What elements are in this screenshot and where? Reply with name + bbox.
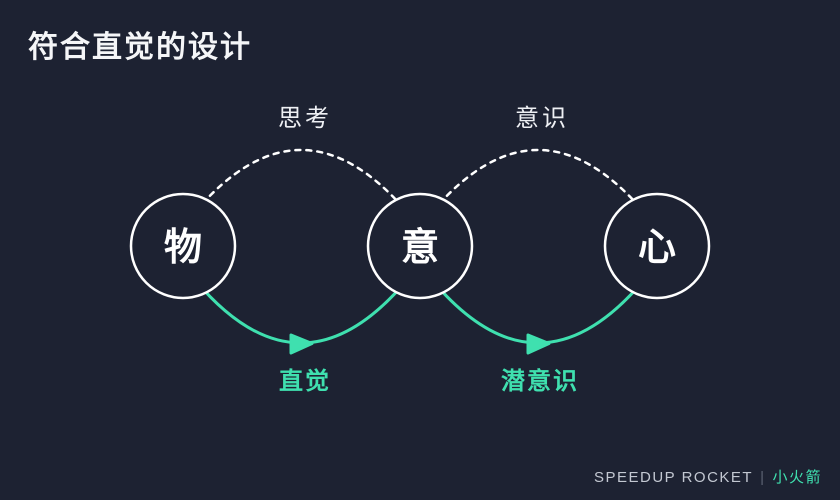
arc-subconscious-solid: [430, 279, 646, 345]
arrow-icon-subconscious: [526, 333, 551, 355]
link-label-intuition: 直觉: [279, 368, 331, 395]
footer-brand-en: SPEEDUP ROCKET: [593, 469, 754, 486]
footer-brand: SPEEDUP ROCKET | 小火箭: [594, 466, 822, 487]
arc-thinking-dotted: [193, 148, 409, 214]
node-label-meaning: 意: [401, 227, 439, 269]
footer-divider: |: [760, 469, 766, 486]
page-title: 符合直觉的设计: [28, 31, 252, 64]
node-circle-mind: [603, 192, 711, 300]
footer-brand-cn: 小火箭: [772, 469, 822, 486]
arc-intuition-solid: [193, 279, 409, 345]
arrow-icon-intuition: [289, 333, 314, 355]
link-label-subconscious: 潜意识: [501, 367, 579, 395]
link-label-thinking: 思考: [278, 105, 332, 132]
arc-consciousness-dotted: [430, 148, 646, 214]
node-label-mind: 心: [638, 227, 676, 269]
node-label-thing: 物: [164, 227, 202, 269]
node-circle-thing: [129, 192, 237, 300]
node-circle-meaning: [366, 192, 474, 300]
link-label-consciousness: 意识: [515, 105, 569, 132]
